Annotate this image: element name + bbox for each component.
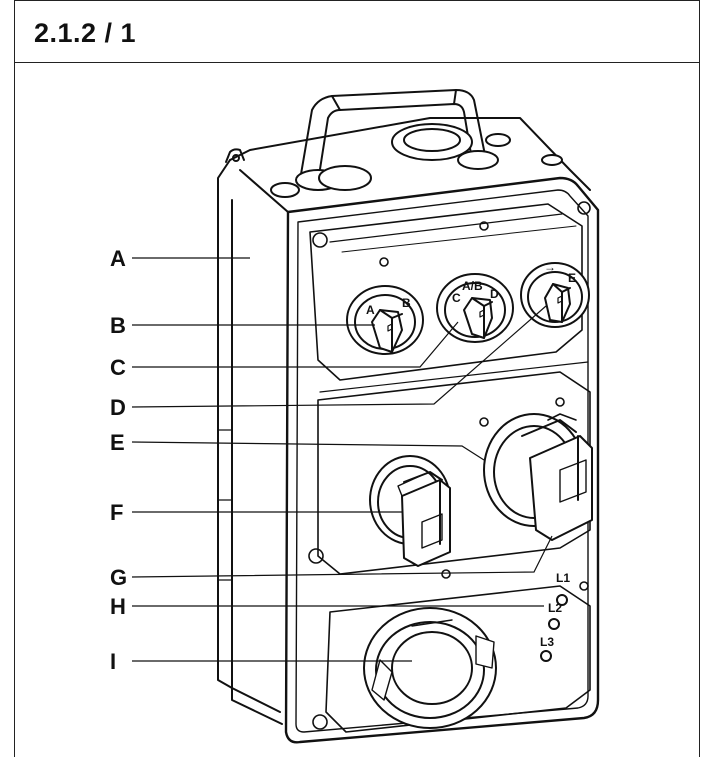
switch1-label-left: A	[366, 303, 375, 317]
callout-F: F	[110, 500, 123, 525]
callout-E: E	[110, 430, 125, 455]
header-divider	[14, 62, 700, 63]
socket-small	[369, 455, 451, 567]
screws	[308, 201, 591, 730]
housing-side-wall	[217, 189, 283, 725]
lamp-l3	[540, 650, 552, 662]
callout-H: H	[110, 594, 126, 619]
callout-G: G	[110, 565, 127, 590]
cee-panel	[325, 585, 591, 733]
switch1-label-right: B	[402, 296, 411, 310]
lamp-label-l2: L2	[548, 601, 562, 615]
cee-socket	[363, 607, 497, 729]
lamp-l1	[556, 594, 568, 606]
selector-switch-1	[346, 285, 424, 355]
lamp-l2	[548, 618, 560, 630]
phase-lamps	[540, 594, 568, 662]
switch2-label-left: C	[452, 291, 461, 305]
switch2-label-top: A/B	[462, 279, 483, 293]
switch3-label-right: E	[568, 271, 576, 285]
socket-large	[483, 413, 593, 541]
switch3-arrow: →	[544, 260, 556, 274]
figure-frame	[14, 0, 700, 757]
lamp-label-l1: L1	[556, 571, 570, 585]
callout-B: B	[110, 313, 126, 338]
lamp-label-l3: L3	[540, 635, 554, 649]
callout-C: C	[110, 355, 126, 380]
callout-I: I	[110, 649, 116, 674]
callout-D: D	[110, 395, 126, 420]
switch-panel	[309, 203, 583, 381]
callout-A: A	[110, 246, 126, 271]
housing-top	[217, 117, 591, 213]
carry-handle	[295, 89, 499, 191]
selector-switch-3	[520, 262, 590, 328]
figure-title: 2.1.2 / 1	[34, 18, 137, 48]
leader-lines	[131, 257, 553, 662]
switch2-label-right: D	[490, 287, 499, 301]
